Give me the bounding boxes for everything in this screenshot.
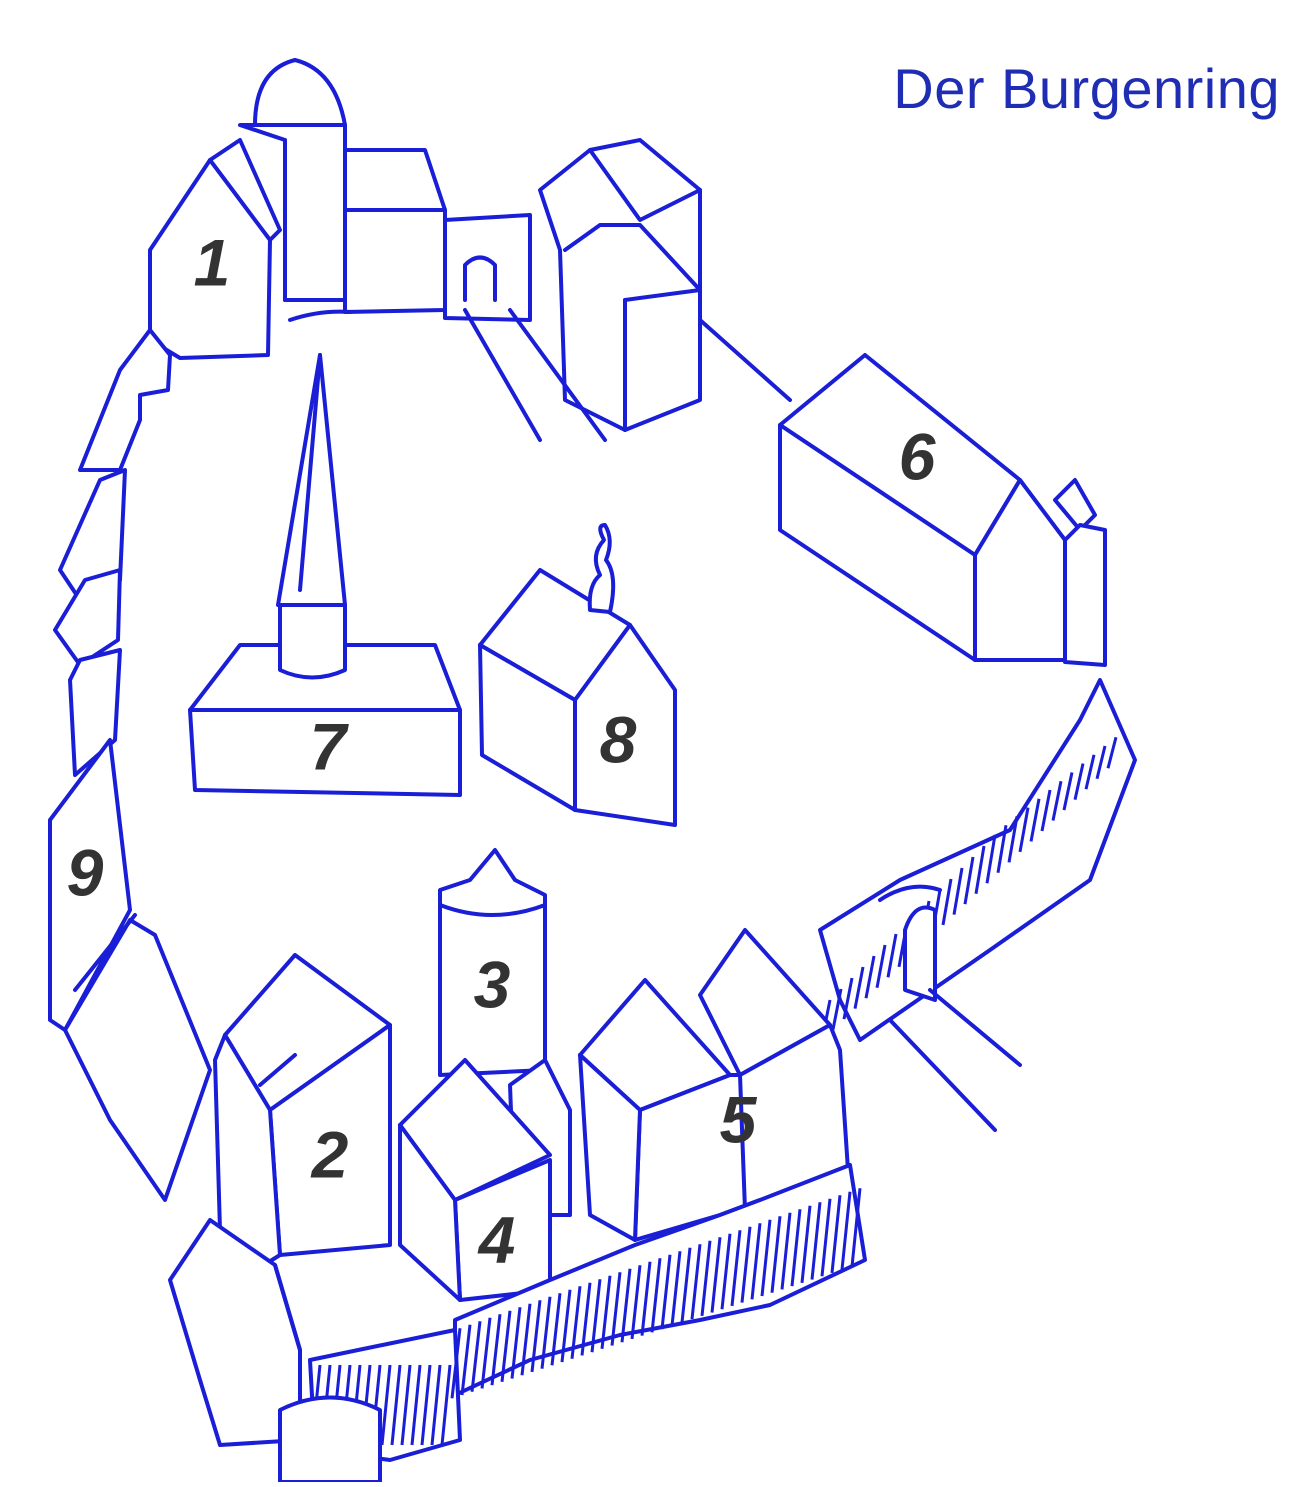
label-7: 7	[310, 709, 350, 783]
building-9	[50, 740, 210, 1200]
label-1: 1	[194, 225, 231, 299]
label-8: 8	[600, 702, 637, 776]
lower-palisade	[310, 1165, 865, 1460]
left-wall	[55, 330, 170, 775]
diagram-title: Der Burgenring	[893, 56, 1280, 121]
right-palisade	[820, 680, 1135, 1130]
label-4: 4	[477, 1202, 516, 1276]
label-2: 2	[310, 1117, 349, 1191]
label-3: 3	[474, 947, 511, 1021]
building-2	[215, 955, 390, 1280]
label-6: 6	[899, 419, 937, 493]
building-6	[780, 355, 1105, 665]
building-1	[150, 60, 790, 440]
label-5: 5	[720, 1082, 758, 1156]
label-9: 9	[67, 835, 104, 909]
chapel-8	[480, 525, 675, 825]
